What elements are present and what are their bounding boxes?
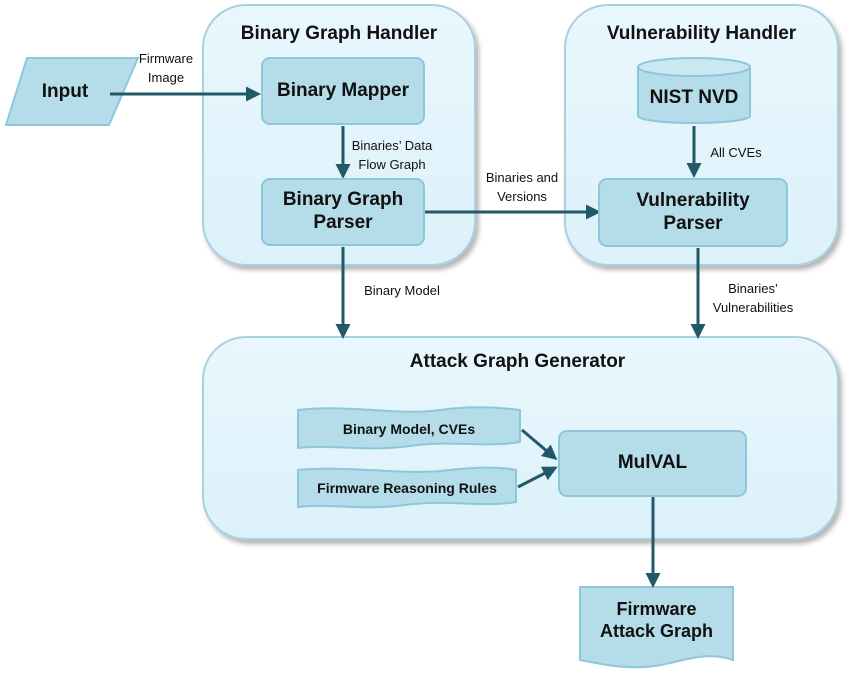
binary-model-cves-label: Binary Model, CVEs — [342, 420, 476, 437]
all-cves-label: All CVEs — [710, 145, 762, 160]
mulval-box: MulVAL — [558, 430, 747, 497]
binaries-vulnerabilities-label: Binaries’ Vulnerabilities — [712, 281, 794, 315]
firmware-image-label: Firmware Image — [138, 51, 194, 85]
firmware-reasoning-rules-label: Firmware Reasoning Rules — [317, 479, 497, 496]
firmware-reasoning-rules-document — [297, 466, 517, 509]
firmware-attack-graph-label: Firmware Attack Graph — [599, 599, 714, 641]
firmware-attack-graph-document — [579, 586, 734, 669]
attack-graph-generator-title: Attack Graph Generator — [409, 351, 626, 372]
binary-graph-handler-title: Binary Graph Handler — [240, 23, 438, 44]
arrow-reasoning-rules-to-mulval — [517, 466, 558, 489]
binary-graph-parser-box: Binary Graph Parser — [261, 178, 425, 246]
nist-nvd-label: NIST NVD — [649, 87, 739, 108]
input-shape — [4, 57, 140, 126]
input-label: Input — [41, 80, 89, 102]
vulnerability-handler-title: Vulnerability Handler — [606, 23, 797, 44]
binaries-and-versions-label: Binaries and Versions — [485, 170, 559, 204]
binary-mapper-box: Binary Mapper — [261, 57, 425, 125]
nist-nvd-cylinder — [637, 57, 751, 124]
arrow-binary-model-cves-to-mulval — [521, 428, 558, 460]
binary-model-label: Binary Model — [364, 283, 440, 298]
binaries-data-flow-graph-label: Binaries’ Data Flow Graph — [351, 138, 433, 172]
vulnerability-parser-box: Vulnerability Parser — [598, 178, 788, 247]
binary-model-cves-document — [297, 406, 521, 450]
